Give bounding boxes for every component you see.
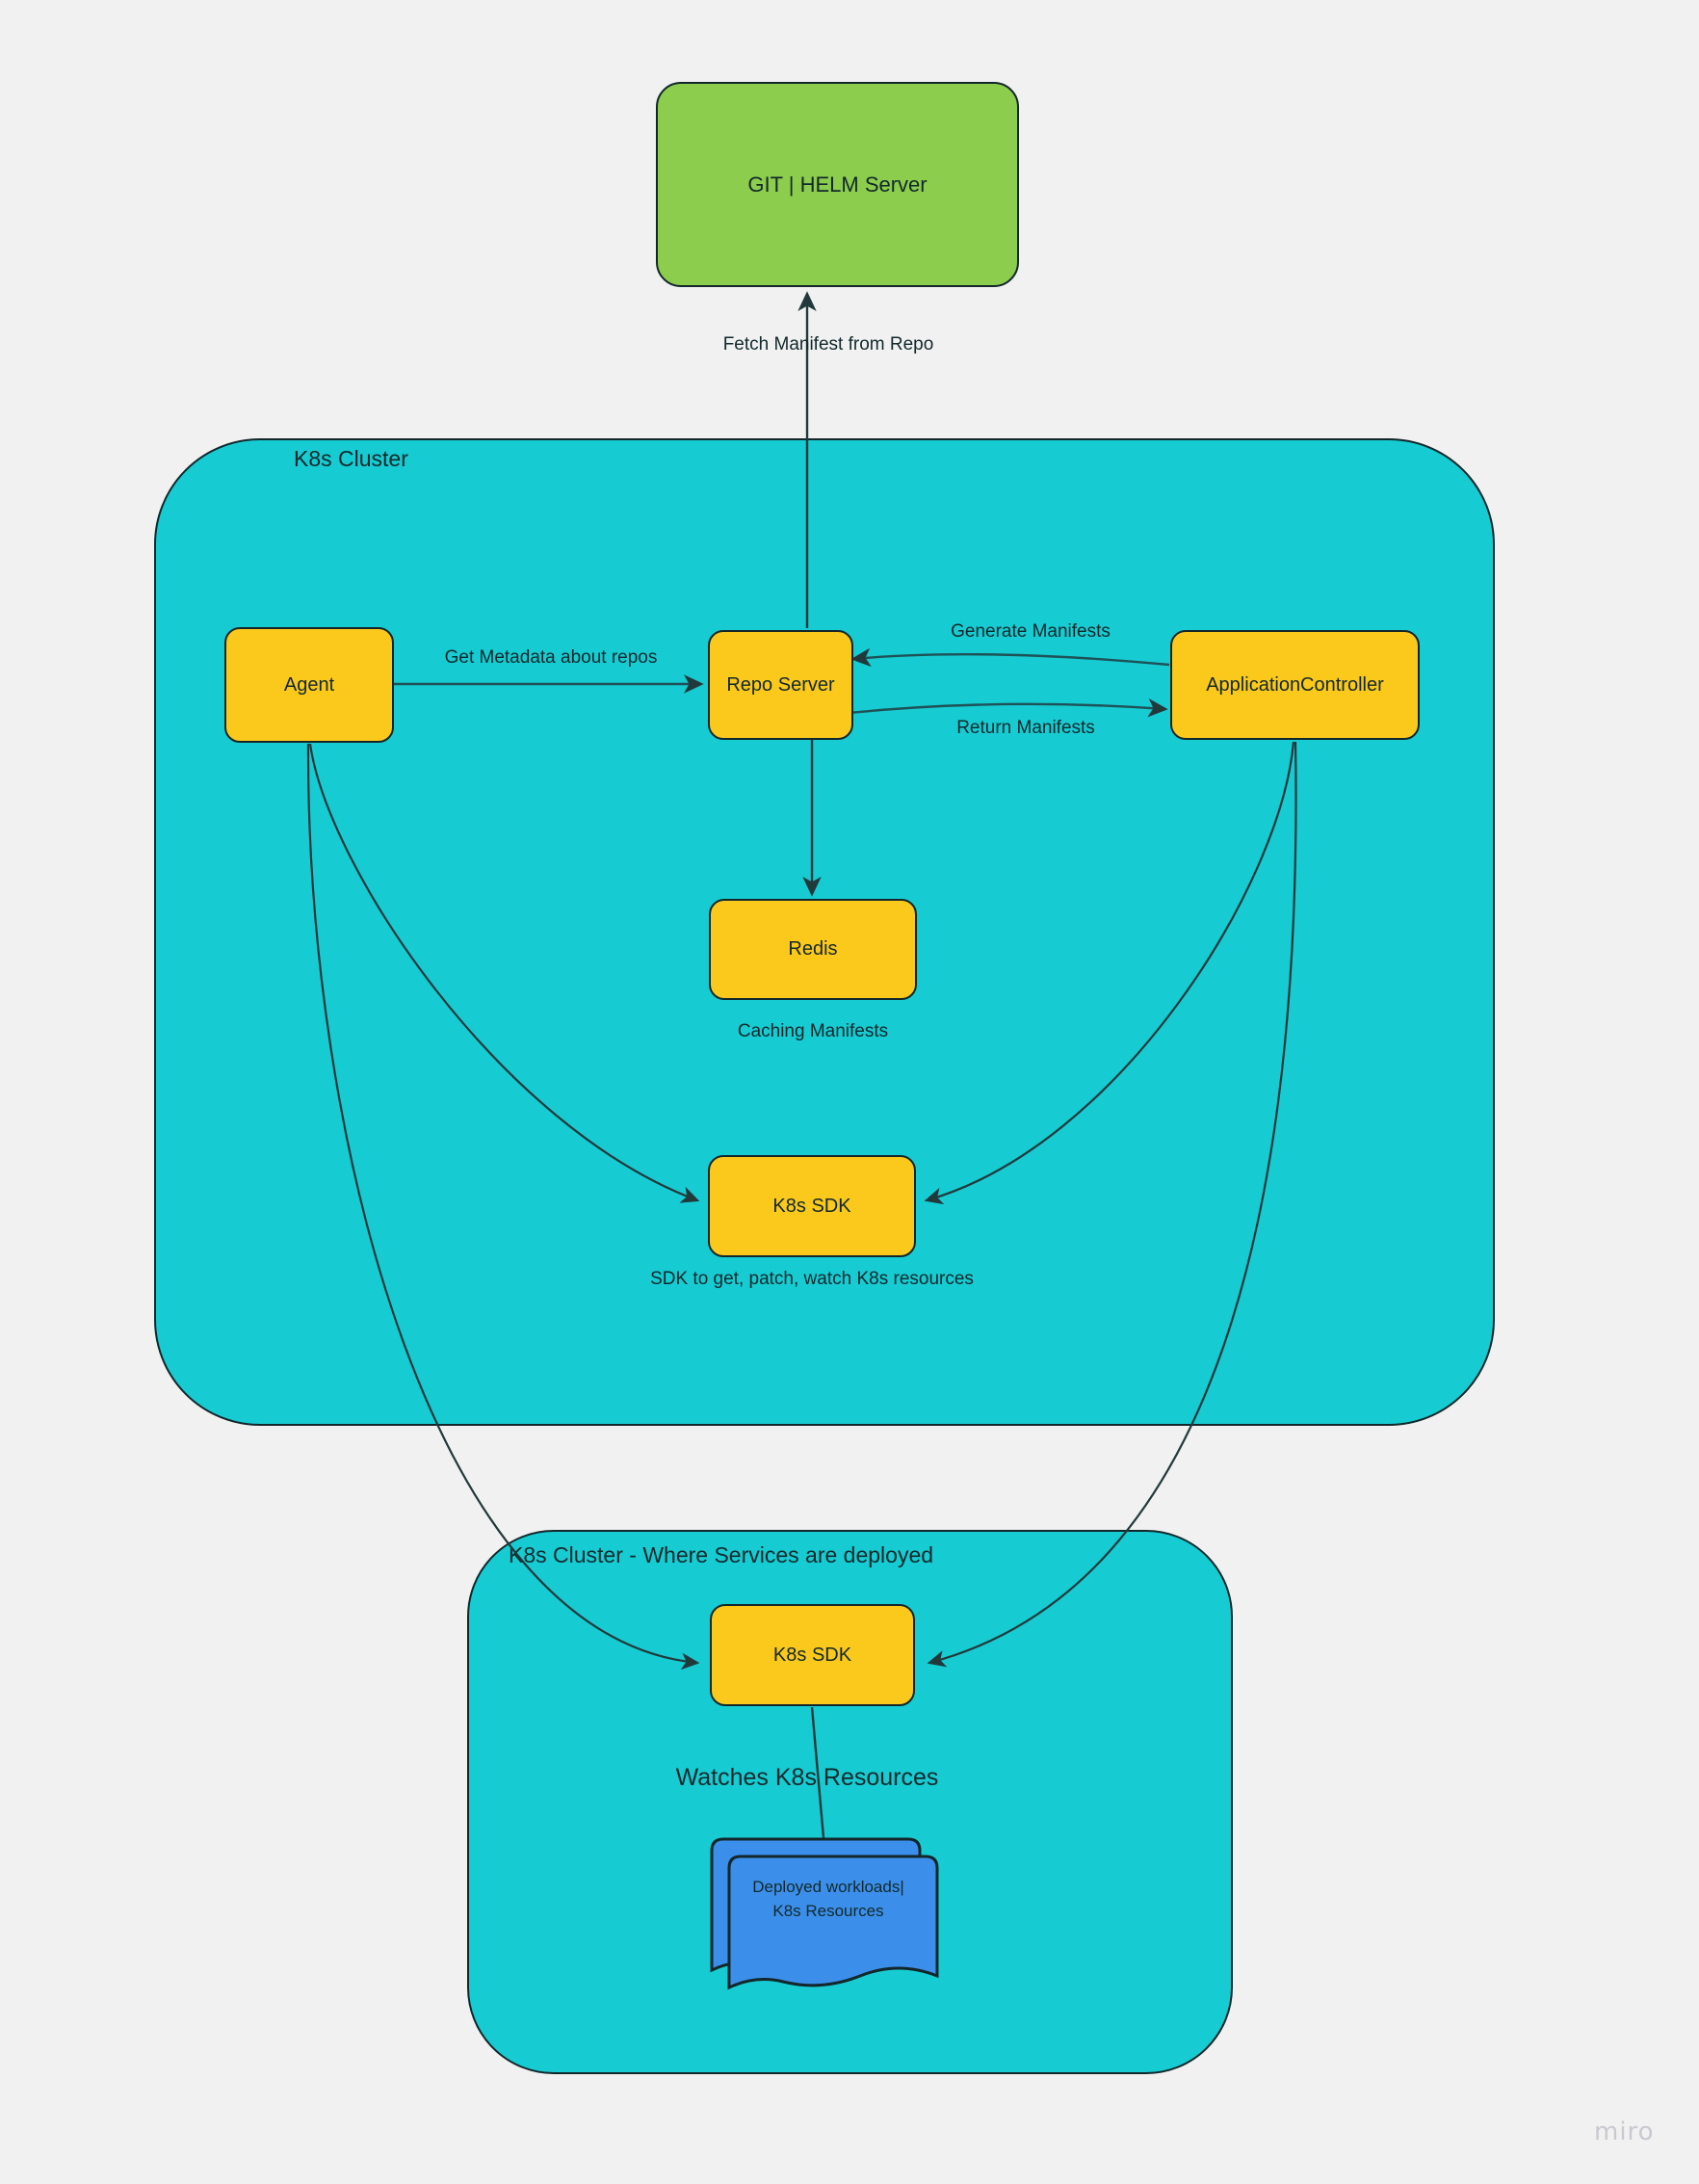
- node-repo-server[interactable]: Repo Server: [708, 630, 853, 740]
- workloads-line-1: Deployed workloads|: [752, 1878, 904, 1896]
- edge-label-get-metadata: Get Metadata about repos: [444, 647, 658, 668]
- workloads-line-2: K8s Resources: [772, 1901, 884, 1920]
- node-k8s-sdk-upper[interactable]: K8s SDK: [708, 1155, 916, 1257]
- edge-label-watches-k8s-resources: Watches K8s Resources: [675, 1764, 939, 1791]
- caption-k8s-sdk-upper: SDK to get, patch, watch K8s resources: [650, 1269, 974, 1289]
- node-deployed-workloads[interactable]: [698, 1835, 949, 2009]
- caption-redis: Caching Manifests: [737, 1021, 889, 1041]
- edge-label-fetch-manifest: Fetch Manifest from Repo: [722, 334, 934, 355]
- cluster-k8s-upper-title: K8s Cluster: [294, 446, 408, 471]
- cluster-k8s-lower-title: K8s Cluster - Where Services are deploye…: [509, 1542, 934, 1567]
- node-redis[interactable]: Redis: [709, 899, 917, 1000]
- workloads-front-card: [727, 1855, 939, 1990]
- miro-watermark: miro: [1594, 2118, 1655, 2146]
- node-git-helm-server[interactable]: GIT | HELM Server: [656, 82, 1019, 287]
- edge-label-return-manifests: Return Manifests: [956, 718, 1095, 738]
- node-application-controller[interactable]: ApplicationController: [1170, 630, 1420, 740]
- edge-label-generate-manifests: Generate Manifests: [951, 621, 1111, 642]
- node-deployed-workloads-label: Deployed workloads| K8s Resources: [732, 1876, 925, 1923]
- node-k8s-sdk-lower[interactable]: K8s SDK: [710, 1604, 915, 1706]
- node-agent[interactable]: Agent: [224, 627, 394, 743]
